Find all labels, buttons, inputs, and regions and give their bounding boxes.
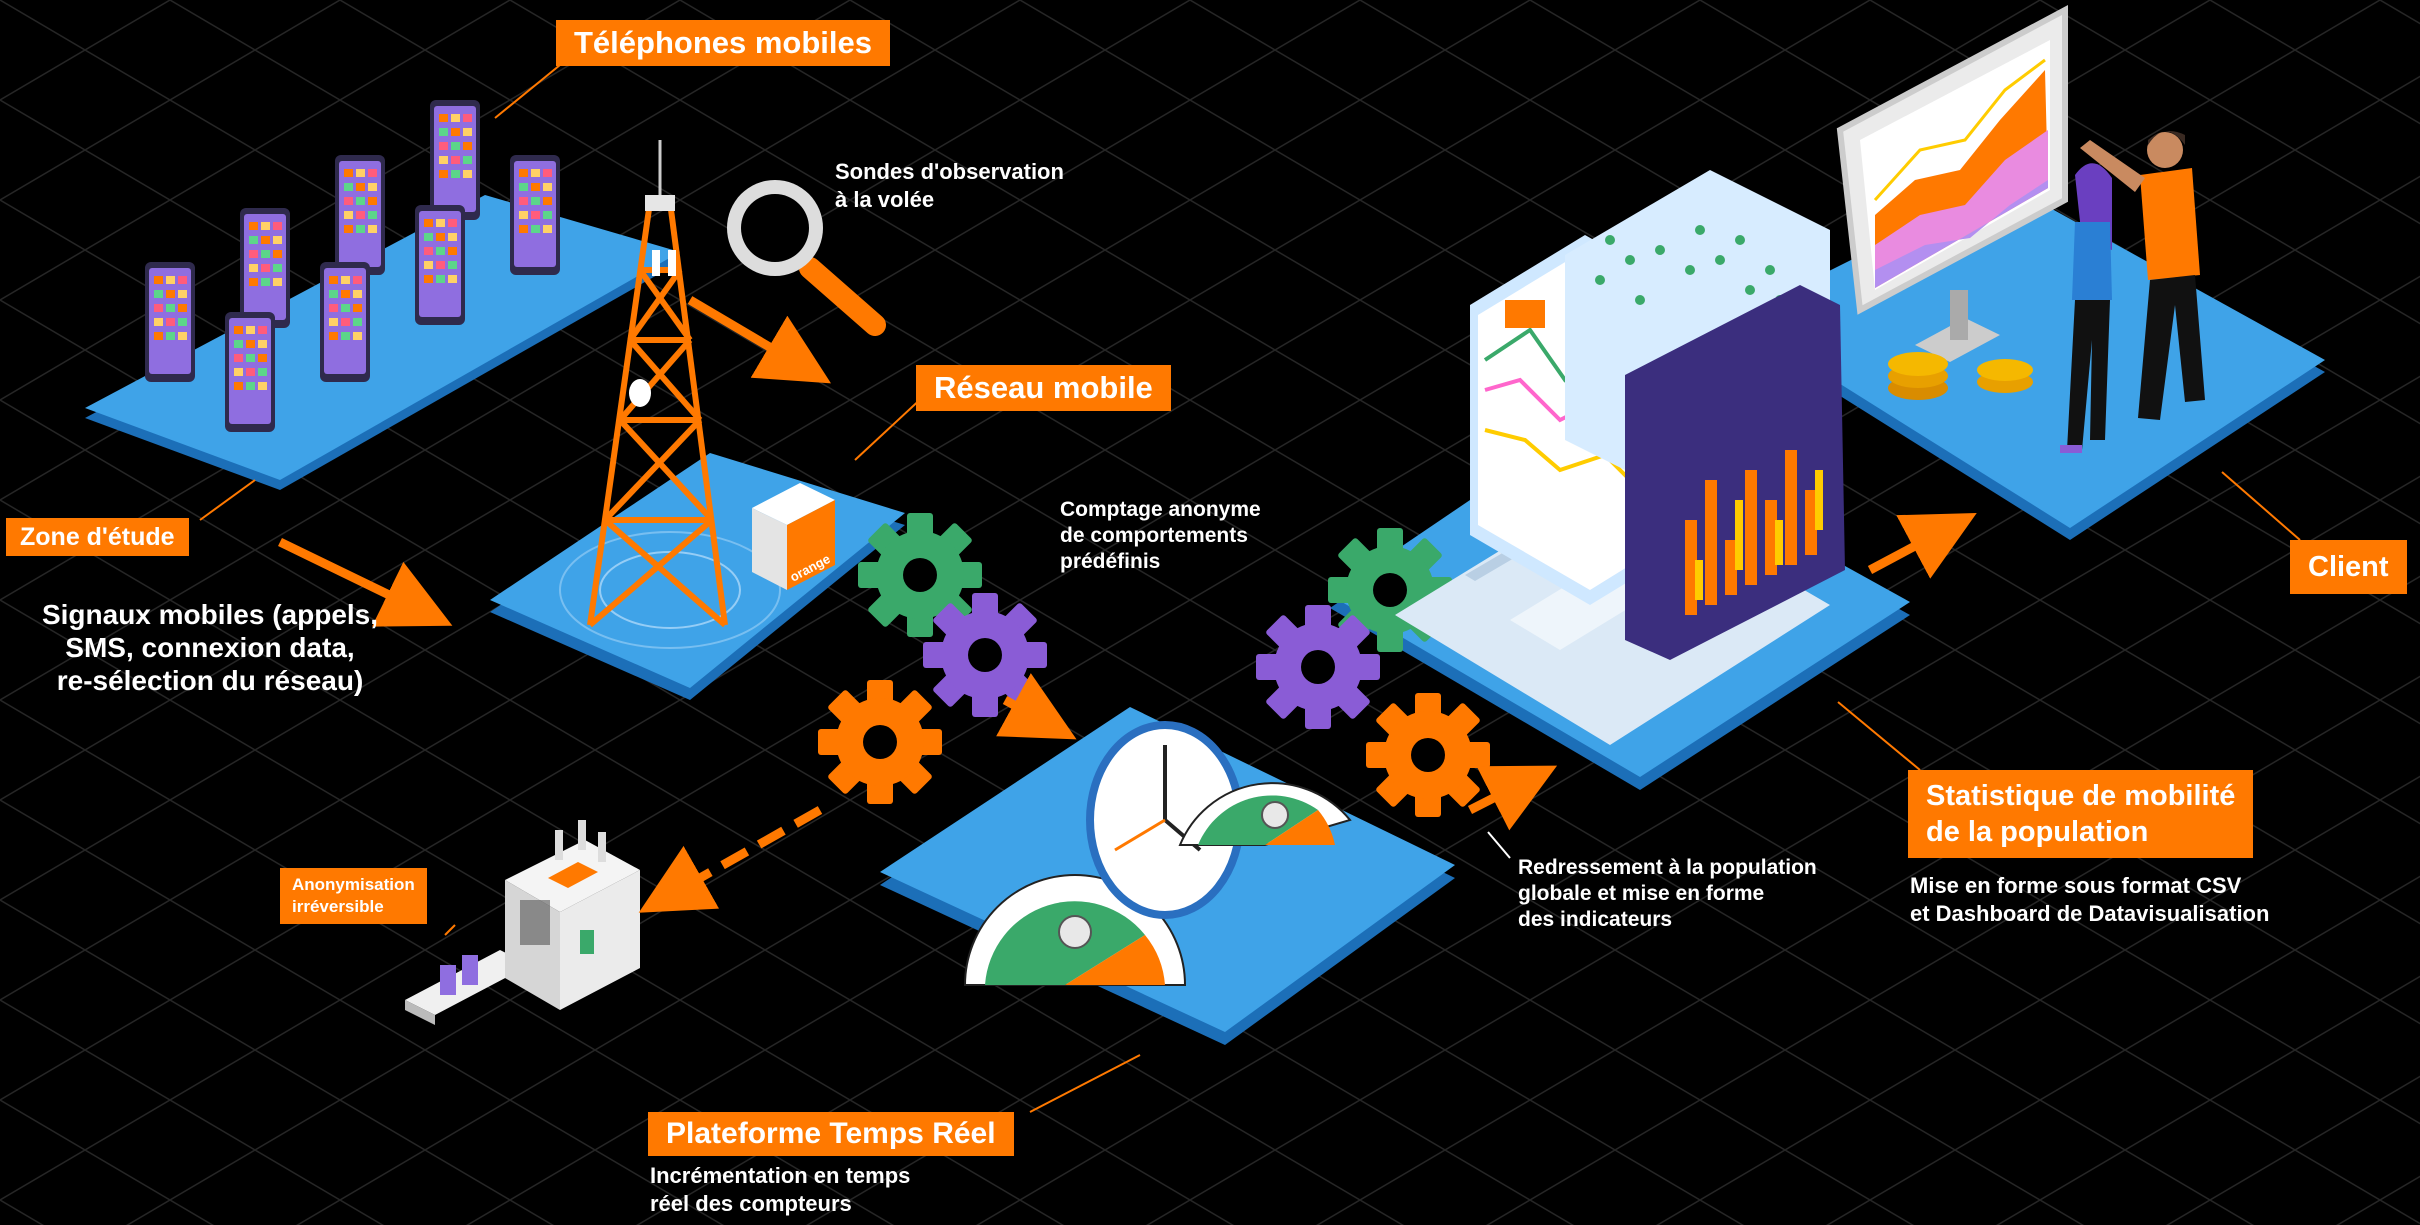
caption-redressement-line-2: globale et mise en forme <box>1518 882 1765 905</box>
caption-redressement-line-3: des indicateurs <box>1518 908 1673 931</box>
caption-csv-line-1: Mise en forme sous format CSV <box>1910 873 2242 898</box>
label-statistique-line-1: Statistique de mobilité <box>1926 780 2236 812</box>
label-telephones-mobiles: Téléphones mobiles <box>556 20 891 66</box>
label-reseau-mobile: Réseau mobile <box>916 365 1171 411</box>
client-monitor-illustration <box>1836 5 2068 362</box>
caption-signaux-line-2: SMS, connexion data, <box>65 632 355 663</box>
label-anonymisation: Anonymisation irréversible <box>280 868 427 924</box>
flow-arrows <box>278 296 1977 913</box>
label-statistique-line-2: de la population <box>1926 816 2149 848</box>
caption-signaux-line-3: re-sélection du réseau) <box>56 665 364 696</box>
caption-sondes: Sondes d'observation à la volée <box>835 158 1064 214</box>
label-anonymisation-line-2: irréversible <box>292 897 384 916</box>
caption-sondes-line-1: Sondes d'observation <box>835 159 1064 184</box>
cell-tower-illustration <box>587 140 728 628</box>
caption-incrementation-line-1: Incrémentation en temps <box>650 1163 911 1188</box>
caption-comptage-line-1: Comptage anonyme <box>1060 498 1261 521</box>
client-people-illustration <box>2060 131 2205 453</box>
label-anonymisation-line-1: Anonymisation <box>292 875 415 894</box>
caption-signaux-line-1: Signaux mobiles (appels, <box>41 599 379 630</box>
caption-comptage-line-2: de comportements <box>1060 524 1248 547</box>
label-plateforme-temps-reel: Plateforme Temps Réel <box>648 1112 1014 1156</box>
label-zone-etude: Zone d'étude <box>6 518 189 556</box>
caption-csv-dashboard: Mise en forme sous format CSV et Dashboa… <box>1910 872 2269 928</box>
caption-signaux-mobiles: Signaux mobiles (appels, SMS, connexion … <box>20 598 400 697</box>
label-statistique-mobilite: Statistique de mobilité de la population <box>1908 770 2254 858</box>
connector-lines <box>199 64 2301 1113</box>
caption-sondes-line-2: à la volée <box>835 187 935 212</box>
caption-csv-line-2: et Dashboard de Datavisualisation <box>1910 901 2270 926</box>
caption-incrementation-line-2: réel des compteurs <box>650 1191 852 1216</box>
caption-redressement-line-1: Redressement à la population <box>1518 856 1817 879</box>
anonymisation-machine-illustration <box>405 820 640 1025</box>
caption-incrementation: Incrémentation en temps réel des compteu… <box>650 1162 910 1218</box>
laptop-dashboard-illustration <box>1395 170 1845 745</box>
caption-comptage: Comptage anonyme de comportements prédéf… <box>1060 497 1261 575</box>
gauges-illustration <box>963 721 1352 986</box>
caption-comptage-line-3: prédéfinis <box>1060 550 1161 573</box>
coins-icon <box>1888 352 2033 400</box>
caption-redressement: Redressement à la population globale et … <box>1518 855 1817 933</box>
label-client: Client <box>2290 540 2407 594</box>
magnifier-icon <box>727 180 886 336</box>
